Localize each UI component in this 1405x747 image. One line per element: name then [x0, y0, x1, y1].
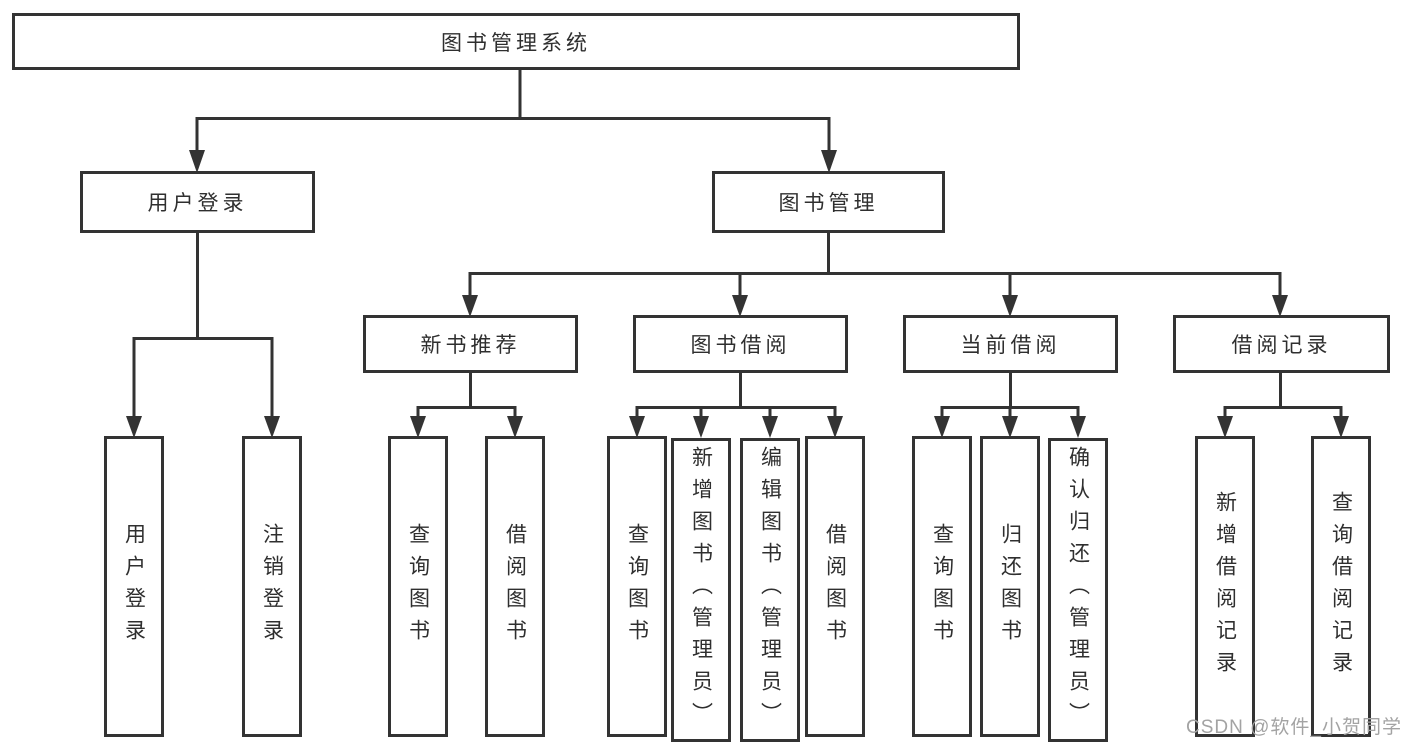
connector-newbook-to-leaves: [416, 373, 517, 418]
leaf-current-query-books: 查询图书: [912, 436, 972, 737]
leaf-borrowing-query-books: 查询图书: [607, 436, 667, 737]
leaf-newbook-query-books: 查询图书: [388, 436, 448, 737]
leaf-records-add-record: 新增借阅记录: [1195, 436, 1255, 737]
leaf-user-login: 用户登录: [104, 436, 164, 737]
node-book-borrowing: 图书借阅: [633, 315, 848, 373]
leaf-logout: 注销登录: [242, 436, 302, 737]
connector-root-to-level2: [195, 70, 831, 153]
leaf-current-return-books: 归还图书: [980, 436, 1040, 737]
leaf-borrowing-edit-books-admin: 编辑图书（管理员）: [740, 438, 800, 742]
node-current-borrowing: 当前借阅: [903, 315, 1118, 373]
leaf-borrowing-add-books-admin: 新增图书（管理员）: [671, 438, 731, 742]
connector-records-to-leaves: [1223, 373, 1343, 418]
connector-borrowing-to-leaves: [635, 373, 837, 418]
leaf-records-query-record: 查询借阅记录: [1311, 436, 1371, 737]
connector-current-to-leaves: [940, 373, 1080, 418]
leaf-borrowing-borrow-books: 借阅图书: [805, 436, 865, 737]
watermark-text: CSDN @软件_小贺同学: [1186, 717, 1402, 738]
node-borrowing-records: 借阅记录: [1173, 315, 1390, 373]
node-user-login: 用户登录: [80, 171, 315, 233]
leaf-current-confirm-return-admin: 确认归还（管理员）: [1048, 438, 1108, 742]
connector-login-to-leaves: [132, 233, 274, 418]
connector-management-to-level3: [468, 233, 1282, 297]
leaf-newbook-borrow-books: 借阅图书: [485, 436, 545, 737]
node-root: 图书管理系统: [12, 13, 1020, 70]
node-book-management: 图书管理: [712, 171, 945, 233]
node-new-book-recommend: 新书推荐: [363, 315, 578, 373]
